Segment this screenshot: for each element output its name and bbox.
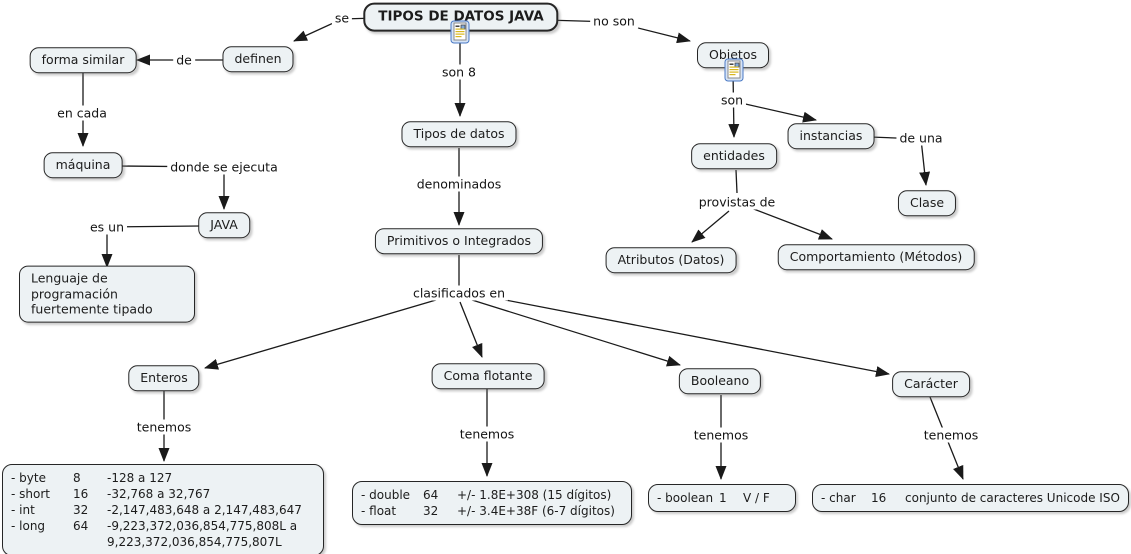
type-name: - int (11, 503, 35, 518)
link-label-denominados[interactable]: denominados (413, 176, 505, 192)
type-range: +/- 1.8E+308 (15 dígitos) (457, 488, 612, 502)
detail-row: - double 64 +/- 1.8E+308 (15 dígitos) (361, 487, 623, 503)
type-bits: 64 (423, 488, 439, 502)
node-comportamiento-metodos[interactable]: Comportamiento (Métodos) (777, 244, 975, 270)
type-range: -9,223,372,036,854,775,808L a 9,223,372,… (107, 519, 298, 550)
connector-clasificados-coma-flotante (459, 301, 483, 358)
type-range: conjunto de caracteres Unicode ISO (905, 491, 1120, 505)
link-label-en-cada[interactable]: en cada (54, 105, 110, 121)
node-enteros[interactable]: Enteros (128, 365, 200, 391)
node-clase[interactable]: Clase (897, 190, 957, 216)
connector-entidades-provistas (735, 169, 738, 194)
type-name: - char (821, 491, 856, 505)
link-label-de[interactable]: de (173, 52, 195, 68)
connector-son-instancias (740, 102, 817, 123)
connector-provistas-atributos (691, 210, 730, 243)
node-lenguaje-programacion[interactable]: Lenguaje de programación fuertemente tip… (19, 265, 195, 323)
detail-row: - float 32 +/- 3.4E+38F (6-7 dígitos) (361, 503, 623, 519)
type-bits: 1 (719, 491, 727, 505)
detail-row: - char 16 conjunto de caracteres Unicode… (821, 490, 1120, 506)
connector-clasificados-caracter (494, 297, 890, 377)
type-range: -128 a 127 (107, 471, 173, 485)
node-caracter[interactable]: Carácter (892, 371, 970, 397)
node-java[interactable]: JAVA (198, 212, 250, 238)
type-name: - double (361, 488, 411, 502)
type-name: - long (11, 519, 46, 534)
connector-provistas-comportamiento (750, 207, 833, 240)
node-instancias[interactable]: instancias (787, 123, 875, 149)
node-maquina[interactable]: máquina (43, 152, 123, 178)
link-label-son[interactable]: son (717, 92, 747, 108)
detail-box-coma-flotante[interactable]: - double 64 +/- 1.8E+308 (15 dígitos) - … (352, 481, 632, 526)
detail-row: - int 32 -2,147,483,648 a 2,147,483,647 (11, 502, 315, 518)
type-bits: 8 (73, 471, 81, 485)
detail-row: - byte 8 -128 a 127 (11, 470, 315, 486)
link-label-no-son[interactable]: no son (590, 13, 638, 29)
detail-row: - boolean 1 V / F (657, 490, 787, 506)
connector-clasificados-enteros (204, 299, 437, 370)
detail-box-enteros[interactable]: - byte 8 -128 a 127 - short 16 -32,768 a… (2, 464, 324, 554)
type-bits: 32 (73, 503, 89, 518)
detail-box-caracter[interactable]: - char 16 conjunto de caracteres Unicode… (812, 484, 1129, 513)
node-entidades[interactable]: entidades (691, 143, 777, 169)
type-range: V / F (743, 491, 770, 505)
link-label-tenemos-enteros[interactable]: tenemos (133, 419, 195, 435)
node-atributos-datos[interactable]: Atributos (Datos) (605, 247, 737, 273)
link-label-se[interactable]: se (331, 10, 353, 26)
type-bits: 32 (423, 504, 439, 519)
link-label-son-8[interactable]: son 8 (438, 64, 480, 80)
type-name: - boolean (657, 491, 714, 505)
link-label-tenemos-booleano[interactable]: tenemos (690, 427, 752, 443)
link-label-provistas-de[interactable]: provistas de (695, 194, 779, 210)
node-primitivos-o-integrados[interactable]: Primitivos o Integrados (374, 228, 544, 254)
link-label-tenemos-coma[interactable]: tenemos (456, 426, 518, 442)
node-coma-flotante[interactable]: Coma flotante (431, 363, 545, 389)
resource-icon[interactable] (724, 58, 744, 82)
type-bits: 64 (73, 519, 89, 534)
type-range: +/- 3.4E+38F (6-7 dígitos) (457, 504, 615, 519)
type-bits: 16 (73, 487, 89, 502)
type-range: -2,147,483,648 a 2,147,483,647 (107, 503, 302, 518)
detail-box-booleano[interactable]: - boolean 1 V / F (648, 484, 796, 513)
type-name: - short (11, 487, 50, 502)
node-tipos-de-datos[interactable]: Tipos de datos (401, 121, 517, 147)
detail-row: - short 16 -32,768 a 32,767 (11, 486, 315, 502)
link-label-donde-se-ejecuta[interactable]: donde se ejecuta (167, 159, 281, 175)
detail-row: - long 64 -9,223,372,036,854,775,808L a … (11, 518, 315, 550)
link-label-es-un[interactable]: es un (86, 219, 128, 235)
connector-clasificados-booleano (471, 299, 681, 367)
type-name: - byte (11, 471, 46, 485)
link-label-de-una[interactable]: de una (896, 130, 946, 146)
type-range: -32,768 a 32,767 (107, 487, 211, 502)
node-definen[interactable]: definen (222, 46, 294, 72)
link-label-clasificados-en[interactable]: clasificados en (409, 285, 509, 301)
link-label-tenemos-caracter[interactable]: tenemos (920, 427, 982, 443)
node-forma-similar[interactable]: forma similar (29, 47, 137, 73)
node-booleano[interactable]: Booleano (678, 368, 762, 394)
type-bits: 16 (871, 491, 887, 505)
resource-icon[interactable] (450, 20, 470, 44)
type-name: - float (361, 504, 397, 519)
